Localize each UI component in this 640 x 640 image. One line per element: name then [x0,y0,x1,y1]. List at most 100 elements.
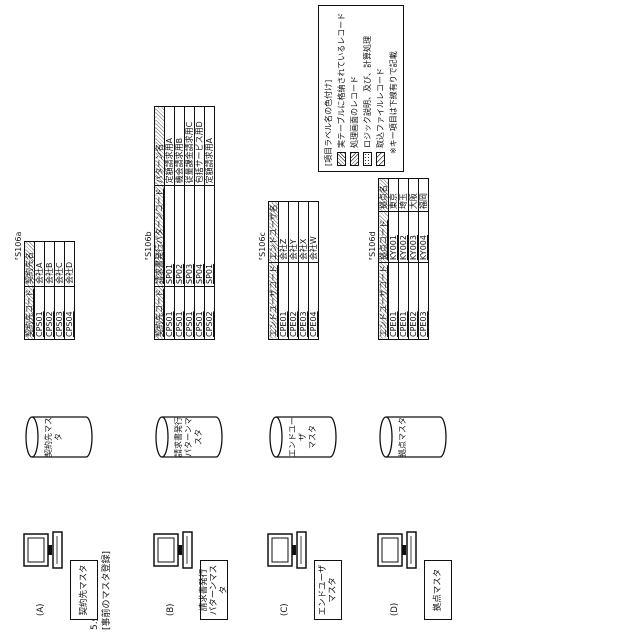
table-cell: CPS01 [175,287,185,340]
table-header-row: 契約先コード契約先名 [25,242,35,340]
table-cell: CPS03 [55,287,65,340]
step-ref-label: ⸢S106b [144,231,153,260]
table-cell: SP03 [185,186,195,287]
table-cell: SP04 [195,186,205,287]
table-row: CPS04会社D [65,242,75,340]
master-table: エンドユーザコード拠点コード拠点名CPE01KY001東京CPE01KY002埼… [378,178,429,340]
database-label: エンドユーザ マスタ [288,414,318,460]
table-cell: KY002 [399,212,409,263]
table-row: CPE02KY003大阪 [409,179,419,340]
database-label: 契約先マスタ [44,414,64,460]
table-cell: CPE01 [389,263,399,340]
page-subtitle: [事前のマスタ登録] [102,551,113,630]
table-cell: 定額請求用A [205,107,215,186]
master-table: 契約先コード契約先名CPS01会社ACPS02会社BCPS03会社CCPS04会… [24,241,75,340]
legend-items: 実テーブルに格納されているレコード処理画面のレコードロジック説明、及び、計算処理… [335,11,387,166]
computer-icon [152,530,196,570]
screen-label: 拠点マスタ [424,560,452,620]
table-cell: KY004 [419,212,429,263]
light-hatch-icon [376,152,385,166]
table-row: CPS02SP01定額請求用A [205,107,215,340]
table-row: CPS02会社B [45,242,55,340]
table-cell: SP02 [175,186,185,287]
table-header-row: エンドユーザコードエンドユーザ名 [269,202,279,340]
table-cell: 機会請求用B [175,107,185,186]
row-letter: (A) [36,604,46,616]
legend-item-label: 処理画面のレコード [348,76,361,148]
table-cell: CPS01 [195,287,205,340]
table-cell: CPS01 [185,287,195,340]
table-cell: CPE04 [309,263,319,340]
master-table: エンドユーザコードエンドユーザ名CPE01会社ZCPE02会社YCPE03会社X… [268,201,319,340]
table-row: CPS01会社A [35,242,45,340]
table-cell: 会社A [35,242,45,287]
table-row: CPE03会社X [299,202,309,340]
table-cell: KY003 [409,212,419,263]
table-cell: 大阪 [409,179,419,212]
table-cell: KY001 [389,212,399,263]
legend: [項目ラベル名の色付け] 実テーブルに格納されているレコード処理画面のレコードロ… [318,5,404,172]
table-row: CPE01会社Z [279,202,289,340]
legend-item: 取込ファイルレコード [374,11,387,166]
table-row: CPE01KY002埼玉 [399,179,409,340]
table-cell: 会社X [299,202,309,263]
table-row: CPE01KY001東京 [389,179,399,340]
table-row: CPE02会社Y [289,202,299,340]
table-cell: 会社C [55,242,65,287]
table-cell: 会社Y [289,202,299,263]
table-cell: SP01 [165,186,175,287]
table-row: CPS01SP04包括サービス用D [195,107,205,340]
table-cell: 福岡 [419,179,429,212]
table-cell: 東京 [389,179,399,212]
computer-icon [22,530,66,570]
table-cell: CPS01 [35,287,45,340]
table-header-cell: エンドユーザコード [269,263,279,340]
table-cell: CPS04 [65,287,75,340]
table-header-cell: 契約先コード [155,287,165,340]
legend-note: ※キー項目は下線有りで記載 [387,11,400,166]
table-row: CPS01SP03従量課金請求用C [185,107,195,340]
table-cell: CPE01 [279,263,289,340]
step-ref-label: ⸢S106a [14,232,23,260]
legend-item-label: 取込ファイルレコード [374,68,387,148]
table-cell: CPE02 [409,263,419,340]
legend-item-label: 実テーブルに格納されているレコード [335,13,348,148]
table-header-cell: パターン名 [155,107,165,186]
table-row: CPE04会社W [309,202,319,340]
table-header-cell: 拠点コード [379,212,389,263]
table-cell: CPE01 [399,263,409,340]
table-cell: 会社Z [279,202,289,263]
table-cell: CPS02 [45,287,55,340]
table-row: CPE03KY004福岡 [419,179,429,340]
computer-icon [266,530,310,570]
table-cell: CPE03 [419,263,429,340]
screen-label: 契約先マスタ [70,560,98,620]
table-cell: 埼玉 [399,179,409,212]
master-table: 契約先コード請求書発行パターンコードパターン名CPS01SP01定額請求用ACP… [154,106,215,340]
table-row: CPS01SP01定額請求用A [165,107,175,340]
database-icon [378,414,448,460]
table-cell: 包括サービス用D [195,107,205,186]
row-letter: (D) [390,603,400,616]
legend-item: 実テーブルに格納されているレコード [335,11,348,166]
diagonal-hatch-icon [337,152,346,166]
screen-label: 請求書発行 パターンマスタ [200,560,228,620]
dot-fill-icon [363,152,372,166]
row-letter: (C) [280,603,290,616]
legend-item: ロジック説明、及び、計算処理 [361,11,374,166]
table-cell: SP01 [205,186,215,287]
cross-hatch-icon [350,152,359,166]
table-header-cell: エンドユーザ名 [269,202,279,263]
table-cell: CPS01 [165,287,175,340]
legend-title: [項目ラベル名の色付け] [322,11,335,166]
table-cell: CPE03 [299,263,309,340]
table-cell: 従量課金請求用C [185,107,195,186]
table-header-row: エンドユーザコード拠点コード拠点名 [379,179,389,340]
table-header-cell: 拠点名 [379,179,389,212]
table-header-cell: 契約先名 [25,242,35,287]
table-cell: CPE02 [289,263,299,340]
table-header-cell: 請求書発行パターンコード [155,186,165,287]
database-label: 拠点マスタ [398,414,408,460]
